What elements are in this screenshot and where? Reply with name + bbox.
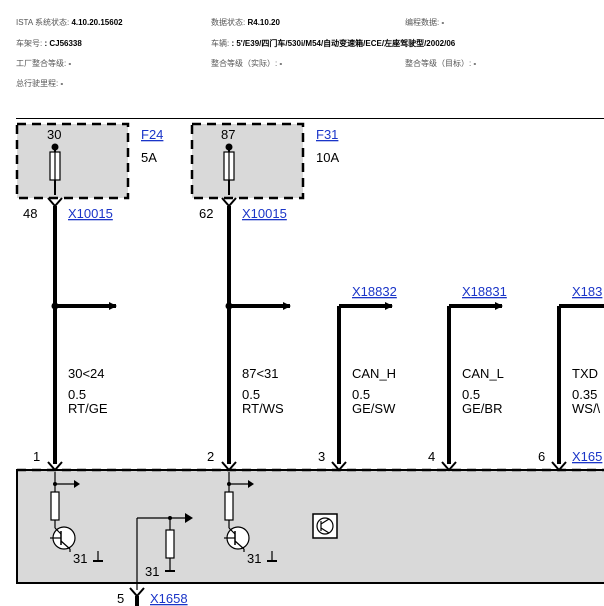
programming-data: 编程数据: - <box>405 18 445 27</box>
svg-text:0.5: 0.5 <box>68 387 86 402</box>
connector-x183-link[interactable]: X183 <box>572 284 602 299</box>
wire-2-label: 87<31 0.5 RT/WS <box>242 366 284 416</box>
wire-3-label: CAN_H 0.5 GE/SW <box>352 366 396 416</box>
wire-1-label: 30<24 0.5 RT/GE <box>68 366 108 416</box>
pin-2-label: 2 <box>207 449 214 464</box>
connector-pin-icon <box>331 461 347 472</box>
internal-circuit-middle: 31 <box>136 513 193 590</box>
svg-text:CAN_H: CAN_H <box>352 366 396 381</box>
svg-text:0.5: 0.5 <box>462 387 480 402</box>
vehicle-info: 车辆: : 5'/E39/四门车/530i/M54/自动变速箱/ECE/左座驾驶… <box>211 39 456 48</box>
fuse-f31-terminal: 87 <box>221 127 235 142</box>
pin-6-label: 6 <box>538 449 545 464</box>
connector-x1658-link[interactable]: X1658 <box>150 591 188 606</box>
fuse-box-f24: 30 <box>15 122 130 200</box>
fuse-f31-rating: 10A <box>316 150 339 165</box>
svg-text:GE/SW: GE/SW <box>352 401 396 416</box>
svg-text:WS/\: WS/\ <box>572 401 601 416</box>
connector-x10015-link-1[interactable]: X10015 <box>68 206 113 221</box>
data-status: 数据状态: R4.10.20 <box>211 18 280 27</box>
connector-pin-icon <box>47 461 63 472</box>
svg-text:CAN_L: CAN_L <box>462 366 504 381</box>
pin-3-label: 3 <box>318 449 325 464</box>
resistor-icon <box>224 491 234 521</box>
connector-x18832-link[interactable]: X18832 <box>352 284 397 299</box>
fuse-f24-rating: 5A <box>141 150 157 165</box>
wire-6-label: TXD 0.35 WS/\ <box>572 366 601 416</box>
ground-31-label-3: 31 <box>247 551 261 566</box>
internal-circuit-2: 31 <box>224 472 277 566</box>
target-integration-level: 整合等级（目标）: - <box>405 59 477 68</box>
svg-text:30<24: 30<24 <box>68 366 105 381</box>
actual-integration-level: 整合等级（实际）: - <box>211 59 283 68</box>
connector-pin-icon <box>441 461 457 472</box>
connector-pin-icon <box>221 461 237 472</box>
connector-x18831-link[interactable]: X18831 <box>462 284 507 299</box>
fuse-box-f31: 87 <box>190 122 305 200</box>
internal-circuit-1: 31 <box>50 472 103 566</box>
resistor-icon <box>165 529 175 559</box>
svg-text:0.5: 0.5 <box>352 387 370 402</box>
factory-integration-level: 工厂整合等级: - <box>16 59 72 68</box>
ground-31-label-1: 31 <box>73 551 87 566</box>
fuse-f24-terminal: 30 <box>47 127 61 142</box>
control-module-box <box>16 469 604 584</box>
chassis-number: 车架号: : CJ56338 <box>16 39 82 48</box>
pin-5-label: 5 <box>117 591 124 606</box>
fuse-f31-link[interactable]: F31 <box>316 127 338 142</box>
svg-text:0.5: 0.5 <box>242 387 260 402</box>
svg-text:TXD: TXD <box>572 366 598 381</box>
connector-x10015-link-2[interactable]: X10015 <box>242 206 287 221</box>
pin-1-label: 1 <box>33 449 40 464</box>
svg-text:0.35: 0.35 <box>572 387 597 402</box>
svg-text:RT/WS: RT/WS <box>242 401 284 416</box>
pin-62-label: 62 <box>199 206 213 221</box>
pin-4-label: 4 <box>428 449 435 464</box>
ista-status: ISTA 系统状态: 4.10.20.15602 <box>16 18 123 27</box>
svg-text:GE/BR: GE/BR <box>462 401 502 416</box>
svg-text:87<31: 87<31 <box>242 366 279 381</box>
fuse-f24-link[interactable]: F24 <box>141 127 163 142</box>
connector-pin-icon <box>551 461 567 472</box>
header-divider <box>16 118 604 119</box>
wire-4-label: CAN_L 0.5 GE/BR <box>462 366 504 416</box>
svg-text:RT/GE: RT/GE <box>68 401 108 416</box>
pin-48-label: 48 <box>23 206 37 221</box>
resistor-icon <box>50 491 60 521</box>
total-mileage: 总行驶里程: - <box>16 79 64 88</box>
ground-31-label-2: 31 <box>145 564 159 579</box>
connector-x165-link[interactable]: X165 <box>572 449 602 464</box>
module-symbol-icon <box>312 513 338 539</box>
